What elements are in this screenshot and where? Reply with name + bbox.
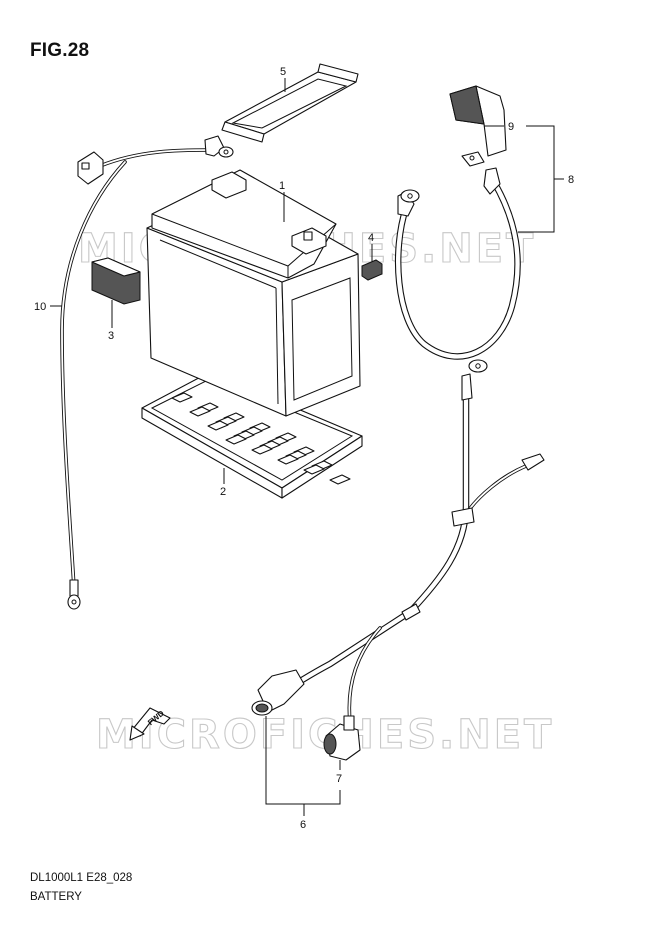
part-5-battery-band <box>221 63 359 143</box>
figure-name: BATTERY <box>30 891 82 903</box>
callout-8: 8 <box>568 174 574 186</box>
callout-9: 9 <box>508 121 514 133</box>
part-6-negative-lead <box>251 359 545 716</box>
tray-vent-hole <box>303 464 325 475</box>
callout-7: 7 <box>336 773 342 785</box>
part-4-spacer <box>361 259 383 281</box>
part-2-battery-tray <box>141 371 363 499</box>
tray-vent-hole <box>171 392 193 403</box>
tray-vent-hole <box>251 444 273 455</box>
tray-vent-hole <box>329 474 351 485</box>
tray-vent-hole <box>189 406 211 417</box>
figure-title: FIG.28 <box>30 40 90 61</box>
part-10-lead-wire <box>60 135 234 610</box>
callout-10: 10 <box>34 301 46 313</box>
callouts: 1 2 3 4 5 6 7 8 9 10 <box>34 66 574 831</box>
part-7-terminal-cover <box>323 626 382 761</box>
fwd-arrow: FWD <box>129 707 171 741</box>
part-3-spacer <box>91 257 141 305</box>
watermark-bottom: MICROFICHES.NET <box>96 712 554 758</box>
callout-1: 1 <box>279 180 285 192</box>
part-9-terminal-cover <box>449 85 507 157</box>
callout-3: 3 <box>108 330 114 342</box>
callout-4: 4 <box>368 232 374 244</box>
part-1-battery <box>146 169 361 417</box>
tray-vent-hole <box>277 454 299 465</box>
tray-vent-hole <box>207 420 229 431</box>
part-8-positive-lead <box>394 151 521 360</box>
callout-2: 2 <box>220 486 226 498</box>
tray-vent-hole <box>225 434 247 445</box>
callout-5: 5 <box>280 66 286 78</box>
figure-code: DL1000L1 E28_028 <box>30 872 133 884</box>
callout-6: 6 <box>300 819 306 831</box>
